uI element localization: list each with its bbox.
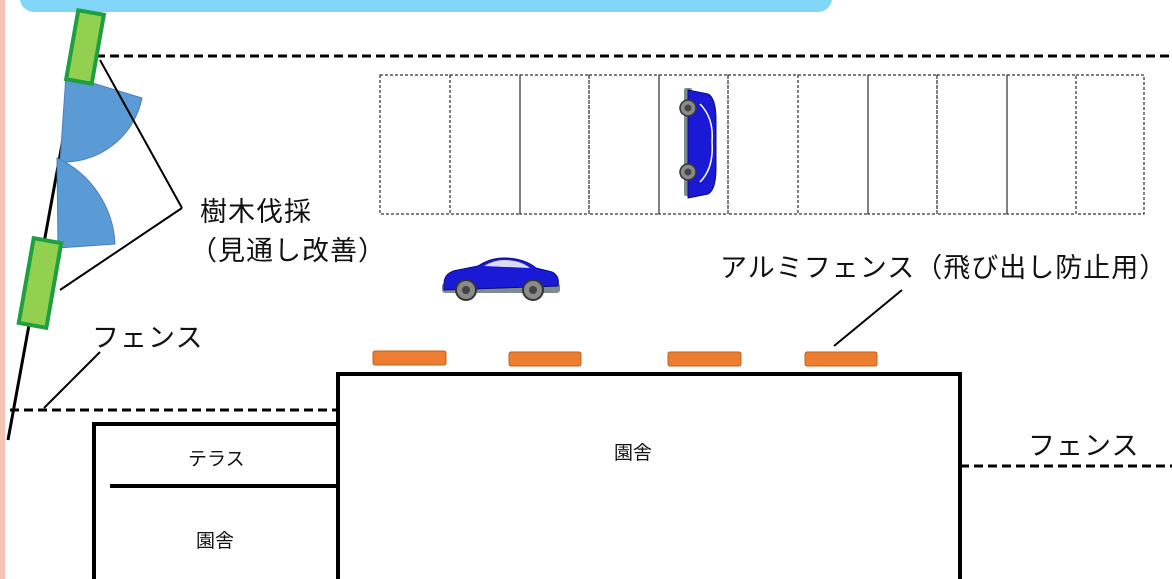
small-building-outline (92, 422, 338, 579)
car-side-view-icon (442, 257, 560, 301)
fence-right-label: フェンス (1028, 431, 1140, 462)
parking-space (379, 74, 451, 215)
aluminum-fence-segments (372, 350, 878, 367)
view-fan-upper (59, 74, 143, 163)
fence-segment (667, 351, 742, 367)
visibility-improvement-label: （見通し改善） (190, 236, 386, 267)
car-top-view-icon (679, 88, 717, 199)
fence-left-label: フェンス (92, 323, 204, 354)
aluminum-fence-label: アルミフェンス（飛び出し防止用） (720, 253, 1168, 284)
tree-cutting-label: 樹木伐採 (200, 197, 312, 228)
parking-spaces (379, 74, 1145, 215)
main-building-outline (336, 372, 962, 579)
parking-space (1006, 74, 1077, 215)
parking-space (588, 74, 660, 215)
parking-space (727, 74, 799, 215)
fence-segment (508, 351, 582, 367)
fence-segment (372, 350, 447, 366)
parking-space (519, 74, 590, 215)
parking-space (797, 74, 869, 215)
tree-leader-upper (99, 59, 183, 209)
tree-icon (16, 235, 64, 331)
header-bar (20, 0, 832, 12)
tree-leader-lower (59, 207, 183, 291)
terrace-label: テラス (188, 448, 245, 470)
small-building-label: 園舎 (196, 530, 235, 552)
aluminum-fence-leader (833, 289, 903, 347)
fence-segment (804, 351, 878, 367)
left-edge-strip (0, 0, 5, 579)
parking-space (658, 74, 729, 215)
fence-left-leader (43, 351, 101, 409)
parking-space (936, 74, 1008, 215)
parking-space (449, 74, 521, 215)
tree-icon (63, 7, 107, 87)
main-building-label: 園舎 (614, 442, 653, 464)
view-fan-lower (56, 157, 116, 249)
parking-space (867, 74, 938, 215)
parking-space (1075, 74, 1145, 215)
